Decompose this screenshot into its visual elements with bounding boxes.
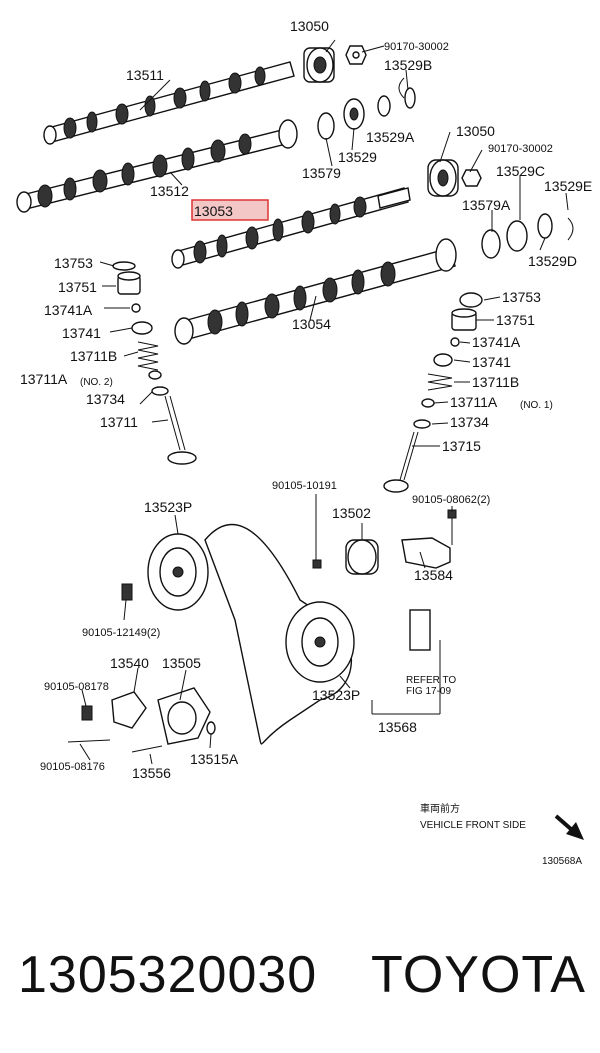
label-13505: 13505 (162, 655, 201, 671)
label-13511: 13511 (126, 67, 164, 83)
label-refer-line2: FIG 17-09 (406, 686, 451, 697)
label-13050-top: 13050 (290, 18, 329, 34)
valve-stack-right (383, 292, 483, 493)
label-13584: 13584 (414, 567, 453, 583)
brand-name: TOYOTA (371, 946, 586, 1004)
label-13753-right: 13753 (502, 289, 541, 305)
label-13523P-top: 13523P (144, 499, 192, 515)
label-figure-code: 130568A (542, 856, 582, 867)
label-13529D: 13529D (528, 253, 577, 269)
camshaft-13511 (43, 61, 295, 145)
label-13054: 13054 (292, 316, 331, 332)
label-90105-12149: 90105-12149(2) (82, 627, 160, 639)
vehicle-front-arrow-icon (554, 814, 584, 840)
label-13741A-right: 13741A (472, 334, 521, 350)
label-refer-line1: REFER TO (406, 675, 456, 686)
label-13751-right: 13751 (496, 312, 535, 328)
camshaft-13054 (174, 238, 457, 345)
camshaft-13512 (16, 119, 298, 213)
leader-lines (79, 39, 569, 765)
label-90170-top: 90170-30002 (384, 41, 449, 53)
label-90170-mid: 90170-30002 (488, 143, 553, 155)
label-13711A-right: 13711A (450, 394, 498, 410)
label-13753-left: 13753 (54, 255, 93, 271)
label-13711A-left: 13711A (20, 371, 68, 387)
label-13053: 13053 (194, 203, 233, 219)
label-front-english: VEHICLE FRONT SIDE (420, 820, 526, 831)
label-13529B: 13529B (384, 57, 432, 73)
label-13512: 13512 (150, 183, 189, 199)
label-13568: 13568 (378, 719, 417, 735)
label-13529A: 13529A (366, 129, 415, 145)
label-13579A: 13579A (462, 197, 511, 213)
label-90105-08062: 90105-08062(2) (412, 494, 490, 506)
label-13741-left: 13741 (62, 325, 101, 341)
part-13053-highlight (191, 199, 269, 221)
gear-parts-13529 (317, 95, 574, 259)
exploded-parts-diagram: 13050 90170-30002 13511 13529B 13529A 13… (16, 18, 592, 867)
label-13540: 13540 (110, 655, 149, 671)
camshaft-13053 (171, 187, 411, 269)
label-no1: (NO. 1) (520, 400, 553, 411)
gear-13050-top (303, 45, 416, 109)
label-13741-right: 13741 (472, 354, 511, 370)
label-13050-mid: 13050 (456, 123, 495, 139)
valve-stack-left (112, 261, 197, 465)
label-13734-left: 13734 (86, 391, 125, 407)
label-13741A-left: 13741A (44, 302, 93, 318)
label-13711: 13711 (100, 414, 138, 430)
part-number: 1305320030 (18, 946, 318, 1004)
label-13579: 13579 (302, 165, 341, 181)
part-footer: 1305320030 TOYOTA (0, 905, 600, 1045)
label-13751-left: 13751 (58, 279, 97, 295)
label-13529: 13529 (338, 149, 377, 165)
label-13523P-bottom: 13523P (312, 687, 360, 703)
label-13529C: 13529C (496, 163, 545, 179)
label-front-chinese: 車両前方 (420, 802, 460, 815)
label-90105-10191: 90105-10191 (272, 480, 337, 492)
label-13715: 13715 (442, 438, 481, 454)
label-13529E: 13529E (544, 178, 592, 194)
label-13502: 13502 (332, 505, 371, 521)
label-90105-08176: 90105-08176 (40, 761, 105, 773)
label-13556: 13556 (132, 765, 171, 781)
label-13711B-right: 13711B (472, 374, 519, 390)
timing-belt-assembly (67, 509, 457, 753)
label-13734-right: 13734 (450, 414, 489, 430)
label-90105-08178: 90105-08178 (44, 681, 109, 693)
label-no2: (NO. 2) (80, 377, 113, 388)
label-13711B-left: 13711B (70, 348, 117, 364)
label-13515A: 13515A (190, 751, 239, 767)
